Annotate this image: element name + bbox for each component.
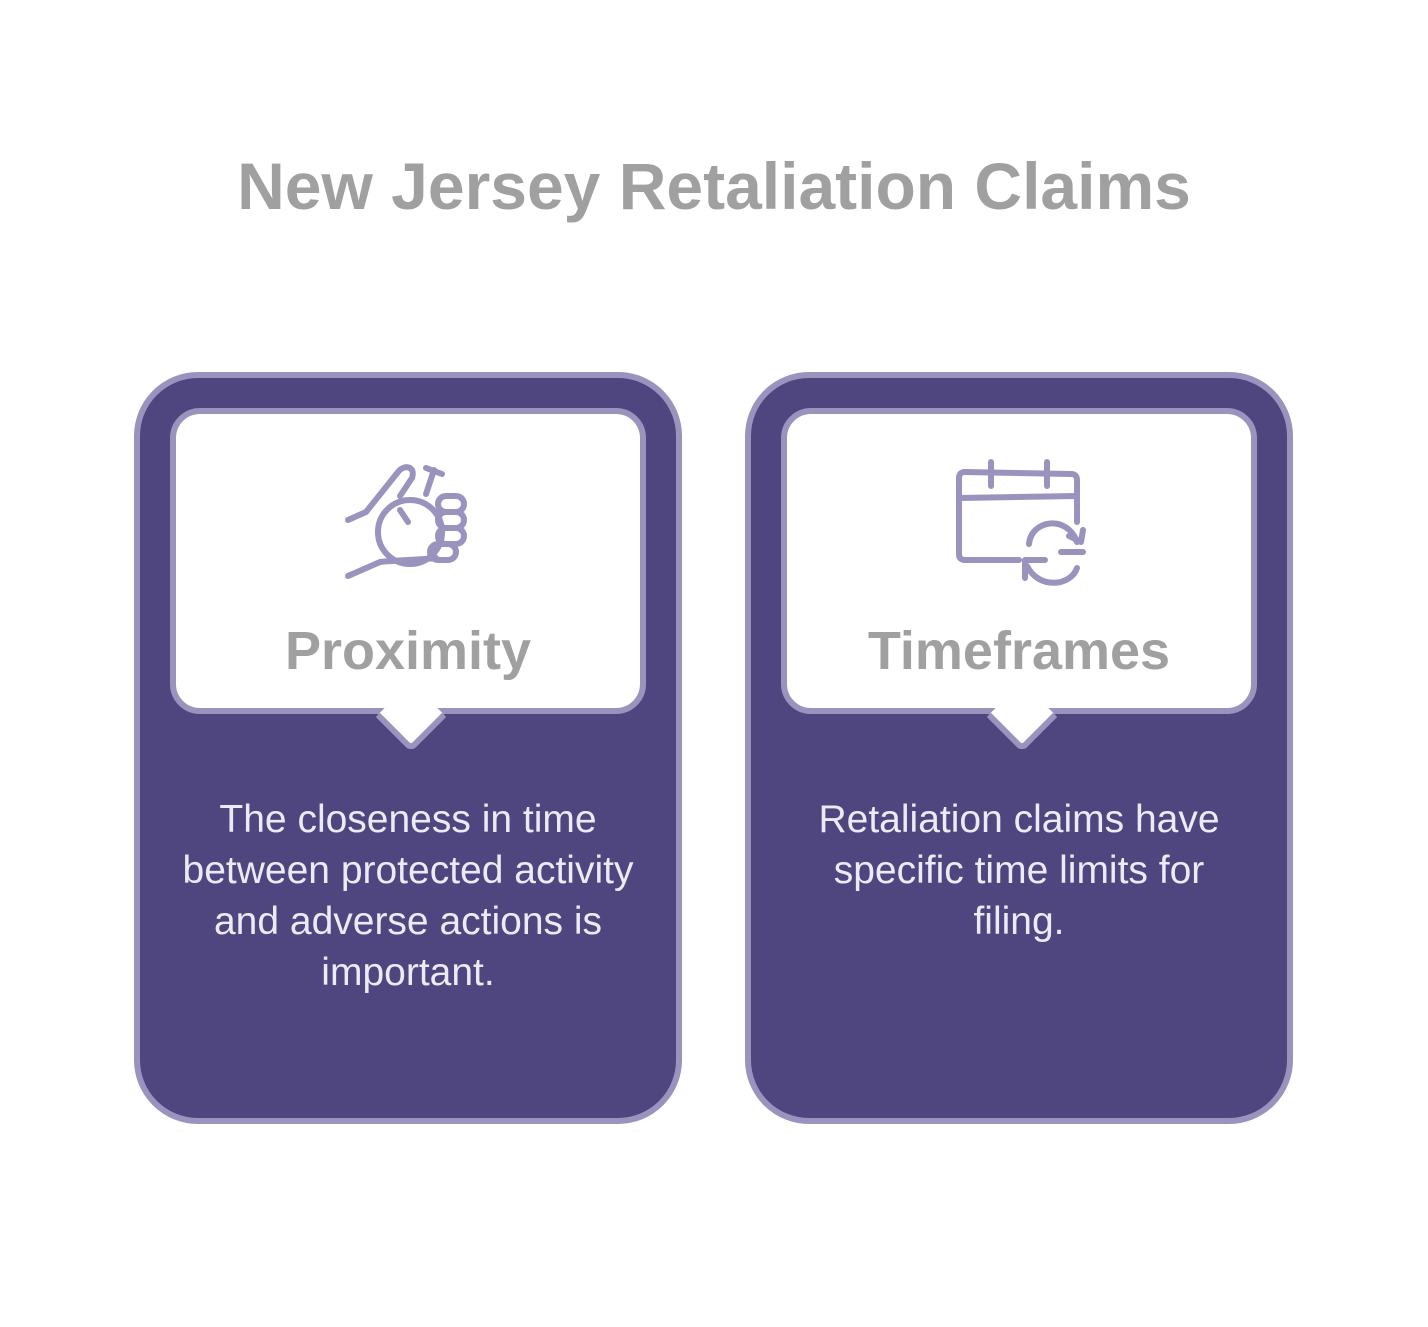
page-title: New Jersey Retaliation Claims xyxy=(237,149,1191,223)
card-description: The closeness in time between protected … xyxy=(182,798,634,994)
hand-holding-stopwatch-icon xyxy=(345,464,467,579)
card-heading: Timeframes xyxy=(867,621,1171,681)
calendar-refresh-icon xyxy=(956,459,1086,586)
bubble-pointer xyxy=(375,681,447,753)
card-description: Retaliation claims have specific time li… xyxy=(818,798,1220,943)
card-heading: Proximity xyxy=(284,621,532,681)
card-header-bubble: Timeframes xyxy=(781,408,1257,753)
card-timeframes: Timeframes Retaliation claims have speci… xyxy=(745,372,1293,1124)
card-header-bubble: Proximity xyxy=(170,408,646,753)
bubble-pointer xyxy=(986,681,1058,753)
card-proximity: Proximity The closeness in time between … xyxy=(134,372,682,1124)
